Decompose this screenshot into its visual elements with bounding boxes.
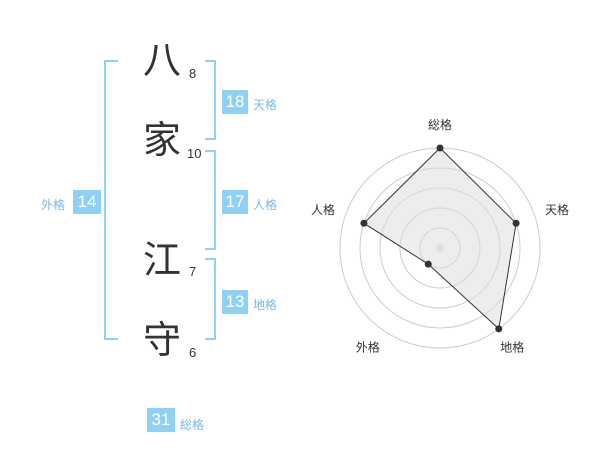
- name-char-3: 江: [143, 238, 182, 282]
- stroke-count-3: 7: [189, 264, 197, 279]
- soukaku-label: 総格: [180, 418, 205, 432]
- name-char-2: 家: [143, 118, 182, 162]
- radar-point-1: [436, 144, 444, 152]
- chikaku-label: 地格: [253, 298, 278, 312]
- radar-axis-label-2: 天格: [545, 202, 569, 217]
- tenkaku-bracket: [205, 60, 216, 140]
- radar-point-3: [495, 325, 503, 333]
- soukaku-value: 31: [147, 408, 175, 432]
- jinkaku-value: 17: [222, 190, 248, 214]
- radar-point-4: [424, 260, 432, 268]
- name-char-1: 八: [143, 38, 182, 82]
- chikaku-value: 13: [222, 290, 248, 314]
- name-char-4: 守: [143, 318, 182, 362]
- gaikaku-label: 外格: [41, 198, 66, 212]
- tenkaku-label: 天格: [253, 98, 278, 112]
- jinkaku-label: 人格: [253, 198, 278, 212]
- radar-axis-label-3: 地格: [500, 340, 524, 355]
- jinkaku-bracket: [205, 150, 216, 250]
- radar-area: [363, 147, 517, 330]
- radar-axis-label-4: 外格: [356, 340, 380, 355]
- tenkaku-value: 18: [222, 90, 248, 114]
- stroke-count-4: 6: [189, 345, 197, 360]
- radar-axis-label-1: 総格: [428, 117, 452, 132]
- gaikaku-bracket: [104, 60, 118, 340]
- stroke-count-2: 10: [187, 146, 202, 161]
- radar-point-2: [512, 219, 520, 227]
- stroke-count-1: 8: [189, 66, 197, 81]
- radar-axis-label-5: 人格: [311, 202, 335, 217]
- radar-point-5: [360, 219, 368, 227]
- chikaku-bracket: [205, 258, 216, 340]
- gaikaku-value: 14: [73, 190, 101, 214]
